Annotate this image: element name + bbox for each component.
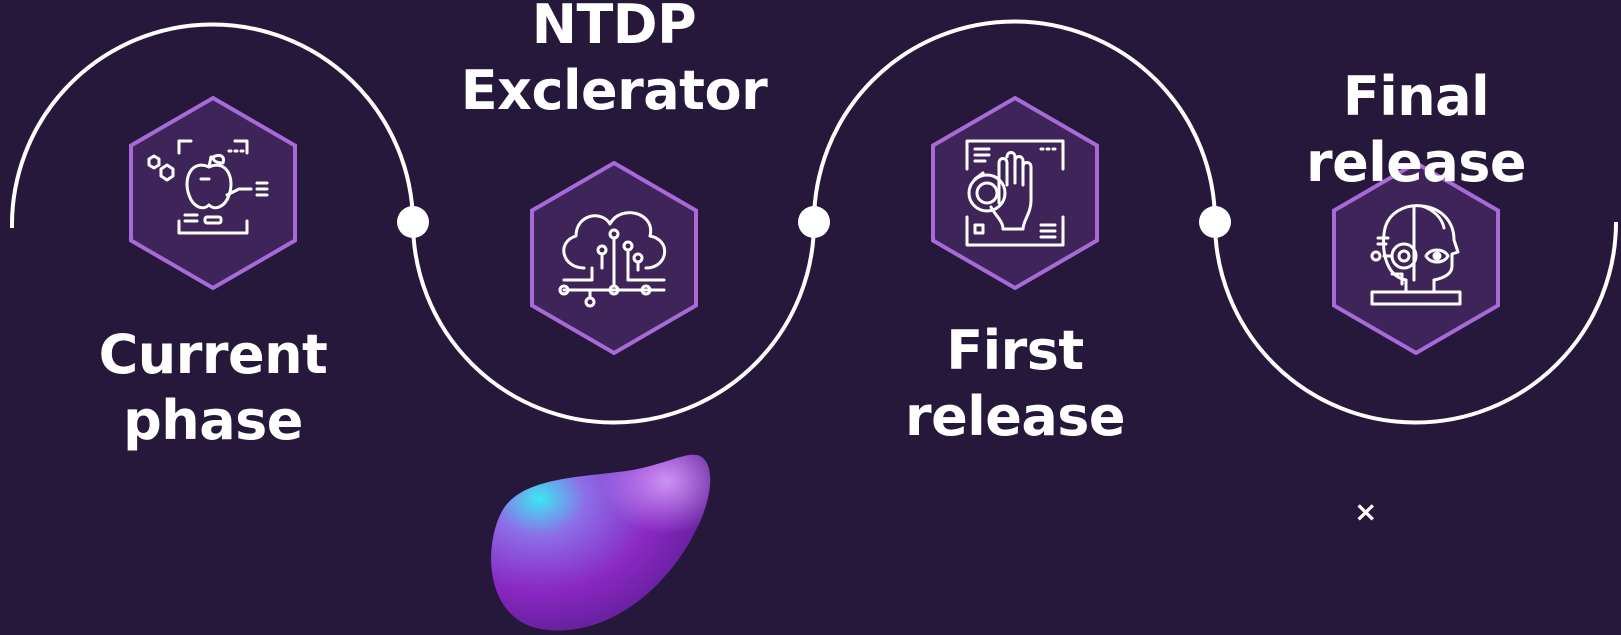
- apple-analysis-icon: [147, 139, 269, 235]
- step-2-hexagon: [530, 160, 698, 356]
- step-1-label-line-2: phase: [123, 389, 303, 452]
- cloud-circuit-icon: [558, 211, 667, 308]
- connector-dot-3: [1199, 206, 1231, 238]
- step-2-label-line-2: Exclerator: [460, 59, 768, 122]
- step-3-label-line-2: release: [904, 385, 1126, 448]
- step-4-label: Final release: [1266, 64, 1566, 196]
- curve-segment-3: [812, 19, 1217, 223]
- hand-scan-icon: [965, 139, 1065, 247]
- step-3-hexagon: [931, 95, 1099, 291]
- timeline-curve: [9, 19, 1618, 425]
- curve-segment-1: [9, 22, 415, 229]
- step-4-label-line-2: release: [1305, 131, 1527, 194]
- step-2-label-line-1: NTDP: [531, 0, 697, 56]
- connector-dot-1: [397, 206, 429, 238]
- gradient-blob: [491, 454, 711, 631]
- connector-dot-2: [798, 206, 830, 238]
- step-3-label-line-1: First: [946, 319, 1084, 382]
- step-4-label-line-1: Final: [1342, 65, 1490, 128]
- cyborg-head-icon: [1370, 204, 1462, 306]
- curve-segment-4: [1213, 221, 1618, 425]
- curve-segment-2: [411, 221, 816, 425]
- close-icon[interactable]: ×: [1354, 495, 1378, 528]
- step-2-label: NTDP Exclerator: [434, 0, 794, 124]
- step-1-hexagon: [129, 95, 297, 291]
- step-1-label-line-1: Current: [98, 323, 328, 386]
- step-4-hexagon: [1332, 160, 1500, 356]
- step-3-label: First release: [865, 318, 1165, 450]
- step-1-label: Current phase: [63, 322, 363, 454]
